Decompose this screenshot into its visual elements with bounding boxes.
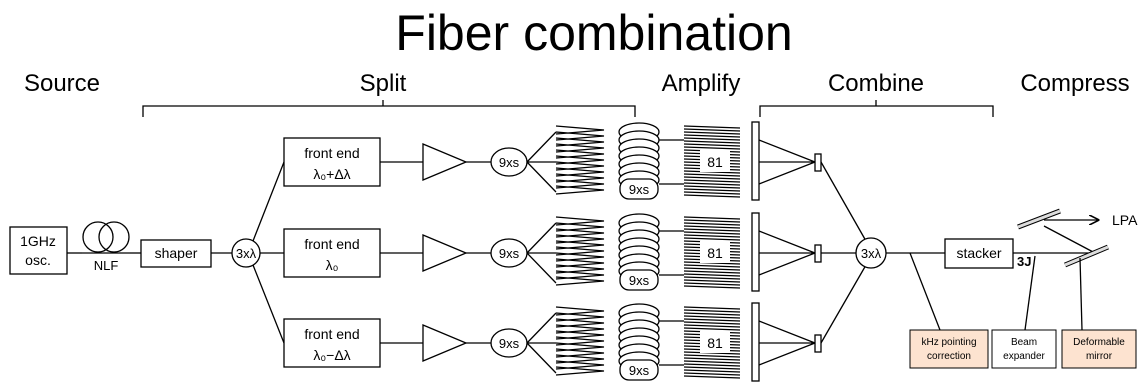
combiner-element [814, 153, 822, 172]
beam-expander-line2: expander [1003, 351, 1045, 362]
channel-middle: front end λ₀ 9xs 9xs 81 [283, 212, 822, 292]
amp-count-label: 81 [707, 335, 723, 351]
spool-count-label: 9xs [629, 363, 650, 378]
khz-pointing-line1: kHz pointing [921, 337, 976, 348]
shaper-label: shaper [155, 245, 198, 261]
splitter-wedges-icon [555, 216, 605, 286]
grating-mirror-bottom-icon [1064, 244, 1109, 268]
nlf-fiber-coil-icon [82, 221, 130, 254]
diagram-title: Fiber combination [395, 5, 792, 61]
collimator-plate [751, 121, 760, 201]
stage-split: Split [360, 70, 407, 97]
stage-source: Source [24, 70, 100, 97]
amp-count-bg [700, 331, 730, 353]
stage-amplify: Amplify [662, 70, 741, 97]
oscillator-label-line1: 1GHz [20, 233, 56, 249]
combiner-label: 3xλ [861, 246, 882, 261]
collimator-plate [751, 212, 760, 292]
fanout-label: 9xs [499, 336, 520, 351]
grating-mirror-top-icon [1017, 208, 1061, 230]
spool-count-badge [619, 269, 659, 291]
preamp-triangle-icon [422, 234, 468, 272]
splitter-label: 3xλ [236, 246, 257, 261]
stage-compress: Compress [1020, 70, 1129, 97]
branch-top [252, 161, 285, 242]
khz-pointing-line2: correction [927, 351, 971, 362]
stacker-box [944, 238, 1014, 269]
front-end-label: front end [304, 145, 359, 161]
oscillator-label-line2: osc. [25, 252, 51, 268]
combine-line-top [820, 161, 867, 242]
amp-count-bg [700, 150, 730, 172]
deformable-mirror-line2: mirror [1086, 351, 1113, 362]
spool-count-badge [619, 359, 659, 381]
energy-label: 3J [1017, 254, 1031, 269]
beam-diagonal [1043, 225, 1096, 254]
front-end-label: front end [304, 326, 359, 342]
channel-bottom: front end λ₀−Δλ 9xs 9xs 81 [283, 302, 822, 382]
fanout-label: 9xs [499, 155, 520, 170]
deformable-mirror-line1: Deformable [1073, 337, 1125, 348]
spool-count-label: 9xs [629, 182, 650, 197]
preamp-triangle-icon [422, 143, 468, 181]
combiner-element [814, 334, 822, 353]
pointing-line [909, 252, 941, 331]
stacker-label: stacker [956, 245, 1001, 261]
splitter-wedges-icon [555, 306, 605, 376]
spool-count-label: 9xs [629, 273, 650, 288]
expander-line [1024, 255, 1036, 331]
shaper-box [140, 239, 212, 268]
deformable-mirror-box [1061, 329, 1137, 369]
amp-count-label: 81 [707, 154, 723, 170]
combiner-element [814, 244, 822, 263]
combine-brace [759, 100, 994, 117]
mirror-line [1079, 257, 1083, 331]
amp-count-label: 81 [707, 245, 723, 261]
front-end-box [283, 318, 381, 368]
output-label: LPA [1112, 212, 1138, 228]
front-end-label: front end [304, 236, 359, 252]
oscillator-box [9, 226, 68, 275]
stage-combine: Combine [828, 70, 924, 97]
fanout-label: 9xs [499, 246, 520, 261]
front-end-wavelength: λ₀ [326, 257, 339, 273]
nlf-label: NLF [94, 258, 119, 273]
split-brace [142, 100, 636, 117]
beam-expander-box [991, 329, 1057, 369]
front-end-wavelength: λ₀−Δλ [313, 347, 350, 363]
spool-count-badge [619, 178, 659, 200]
preamp-triangle-icon [422, 324, 468, 362]
channel-top: front end λ₀+Δλ 9xs 9xs 81 [283, 121, 822, 201]
fiber-spools-icon [618, 303, 660, 371]
khz-pointing-box [909, 329, 989, 369]
collimator-plate [751, 302, 760, 382]
front-end-wavelength: λ₀+Δλ [313, 166, 350, 182]
combine-line-bottom [820, 264, 867, 344]
amp-count-bg [700, 241, 730, 263]
beam-expander-line1: Beam [1011, 337, 1037, 348]
branch-bottom [252, 264, 285, 344]
splitter-wedges-icon [555, 125, 605, 195]
